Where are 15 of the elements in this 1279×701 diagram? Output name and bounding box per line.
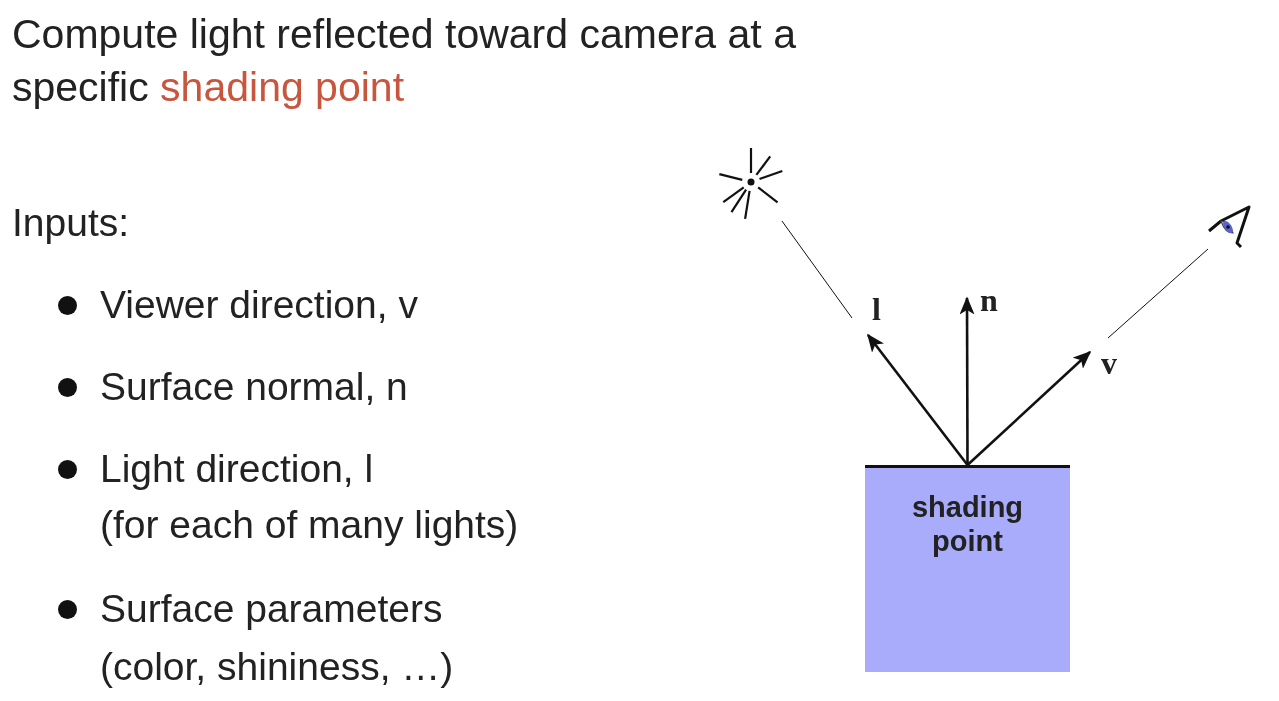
title: Compute light reflected toward camera at a specific shading point [12,10,797,112]
shading-surface-box [865,465,1070,672]
ray-line [1107,248,1209,339]
list-item: Surface normal, n [100,364,408,410]
list-item: Light direction, l [100,446,374,492]
vector-arrow [959,296,975,465]
list-item: Viewer direction, v [100,282,418,328]
list-item: (for each of many lights) [100,502,519,548]
heading: Inputs: [12,200,130,246]
vector-arrow [966,351,1092,466]
list-item: (color, shininess, …) [100,644,454,690]
box-label: shading point [910,490,1025,558]
ray-line [781,220,853,319]
list-item: Surface parameters [100,586,443,632]
vector-arrow [866,333,969,466]
